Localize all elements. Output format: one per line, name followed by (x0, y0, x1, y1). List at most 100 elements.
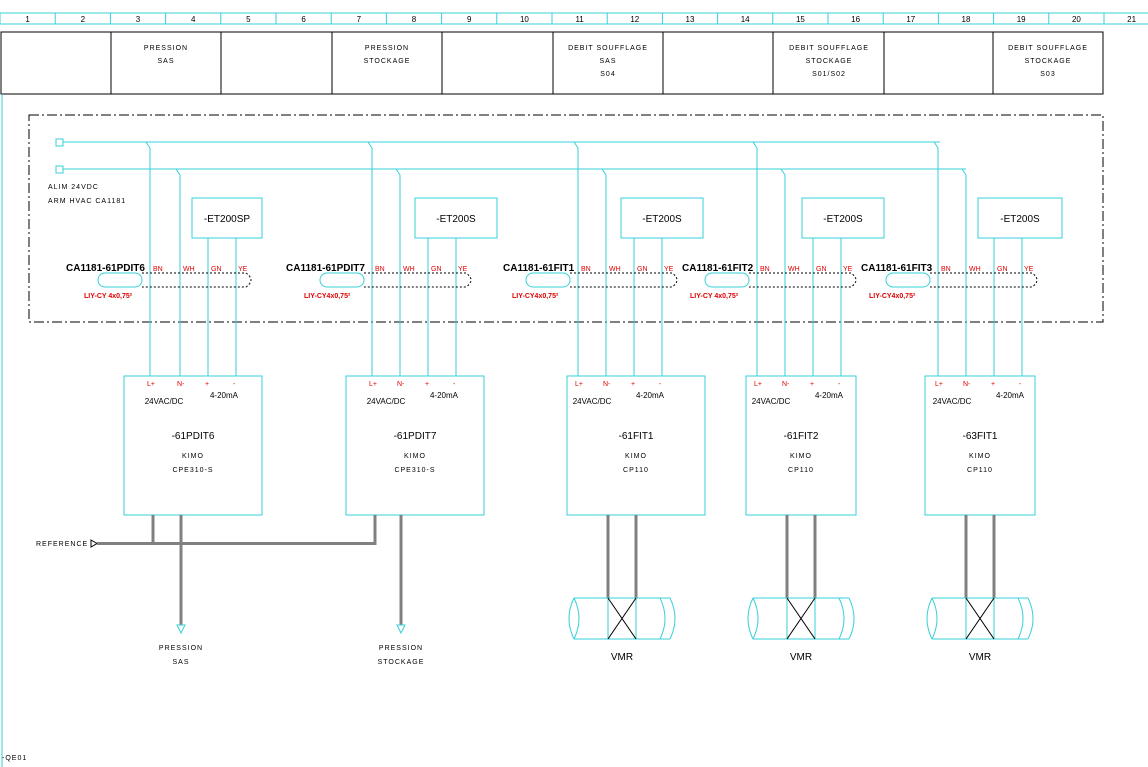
column-number: 5 (246, 15, 251, 24)
cable-name: CA1181-61PDIT7 (286, 263, 365, 274)
header-cell-line: SAS (599, 58, 616, 65)
transmitter-tag: -61FIT2 (783, 431, 818, 442)
cable-shield (570, 272, 678, 288)
column-number: 10 (520, 15, 529, 24)
transmitter-brand: KIMO (182, 453, 204, 460)
et200-module (801, 197, 885, 239)
flow-grid (786, 597, 816, 640)
terminal-label: L+ (369, 381, 377, 388)
terminal-label: + (631, 381, 635, 388)
terminal-label: L+ (935, 381, 943, 388)
column-number: 20 (1072, 15, 1081, 24)
pressure-output-label: SAS (172, 659, 189, 666)
title-block-frame (0, 31, 1104, 95)
wire-color-code: BN (153, 266, 163, 273)
wire-color-code: BN (760, 266, 770, 273)
header-cell-line: SAS (157, 58, 174, 65)
terminal-label: - (453, 381, 456, 388)
cable-type: LIY-CY 4x0,75² (690, 293, 739, 300)
pressure-output-label: PRESSION (159, 645, 203, 652)
terminal-label: L+ (147, 381, 155, 388)
signal-rating: 4-20mA (996, 391, 1025, 400)
power-supply-line1: ALIM 24VDC (48, 184, 99, 191)
header-cell-line: PRESSION (365, 45, 409, 52)
pressure-output-label: PRESSION (379, 645, 423, 652)
terminal-label: + (991, 381, 995, 388)
wire-color-code: WH (183, 266, 195, 273)
supply-rating: 24VAC/DC (367, 397, 406, 406)
header-cell-line: STOCKAGE (806, 58, 853, 65)
cable-name: CA1181-61PDIT6 (66, 263, 145, 274)
pressure-output-2: PRESSION STOCKAGE (378, 515, 425, 666)
column-number: 3 (136, 15, 141, 24)
power-bus (55, 138, 966, 174)
transmitter-model: CPE310-S (394, 467, 435, 474)
wire-color-code: BN (581, 266, 591, 273)
wire-color-code: WH (969, 266, 981, 273)
terminal-label: - (838, 381, 841, 388)
transmitter-brand: KIMO (404, 453, 426, 460)
cable-name: CA1181-61FIT2 (682, 263, 754, 274)
wire-color-code: GN (997, 266, 1008, 273)
header-cell-line: STOCKAGE (364, 58, 411, 65)
cable-type: LIY-CY4x0,75² (869, 293, 916, 300)
cable-capsule (885, 272, 931, 288)
header-cell-line: DEBIT SOUFFLAGE (1008, 45, 1088, 52)
wire-color-code: BN (941, 266, 951, 273)
column-number: 7 (357, 15, 362, 24)
cable-shield (364, 272, 472, 288)
wire-l-plus (752, 141, 758, 376)
terminal-label: - (233, 381, 236, 388)
et200-module-label: -ET200S (642, 214, 682, 225)
column-number: 13 (686, 15, 695, 24)
bus-terminal-negative (55, 165, 64, 174)
column-number: 4 (191, 15, 196, 24)
supply-rating: 24VAC/DC (145, 397, 184, 406)
flow-cross-b (607, 597, 637, 640)
wire-l-plus (145, 141, 151, 376)
transmitter-box (924, 375, 1036, 516)
transmitter-tag: -61FIT1 (618, 431, 653, 442)
column-number: 16 (851, 15, 860, 24)
pressure-output-label: STOCKAGE (378, 659, 425, 666)
cable-capsule (97, 272, 143, 288)
terminal-label: + (810, 381, 814, 388)
power-supply-line2: ARM HVAC CA1181 (48, 198, 126, 205)
cable-capsule (525, 272, 571, 288)
column-number: 19 (1017, 15, 1026, 24)
header-cell-line: S01/S02 (812, 71, 846, 78)
transmitter-model: CP110 (967, 467, 993, 474)
supply-rating: 24VAC/DC (933, 397, 972, 406)
wire-color-code: WH (609, 266, 621, 273)
terminal-label: N- (603, 381, 611, 388)
column-number: 6 (301, 15, 306, 24)
terminal-label: N- (177, 381, 185, 388)
cable-type: LIY-CY4x0,75² (512, 293, 559, 300)
supply-rating: 24VAC/DC (573, 397, 612, 406)
cabinet-frame (28, 114, 1104, 323)
wire-color-code: YE (1024, 266, 1034, 273)
tube-arrow-icon (176, 624, 186, 635)
column-number: 12 (630, 15, 639, 24)
wire-color-code: YE (843, 266, 853, 273)
footer-mark: -QE01 (2, 755, 27, 762)
et200-module (191, 197, 263, 239)
vmr-element-1: VMR (568, 515, 676, 663)
terminal-label: - (659, 381, 662, 388)
vmr-element-2: VMR (747, 515, 855, 663)
et200-module-label: -ET200S (1000, 214, 1040, 225)
duct-right-inner (659, 597, 666, 640)
bus-terminal-positive (55, 138, 64, 147)
flow-grid (607, 597, 637, 640)
transmitter-tag: -63FIT1 (962, 431, 997, 442)
duct-left-end (568, 597, 575, 640)
transmitter-box (745, 375, 857, 516)
signal-rating: 4-20mA (636, 391, 665, 400)
header-cell-line: DEBIT SOUFFLAGE (789, 45, 869, 52)
column-number: 11 (575, 15, 584, 24)
wire-color-code: GN (816, 266, 827, 273)
header-cell-line: STOCKAGE (1025, 58, 1072, 65)
